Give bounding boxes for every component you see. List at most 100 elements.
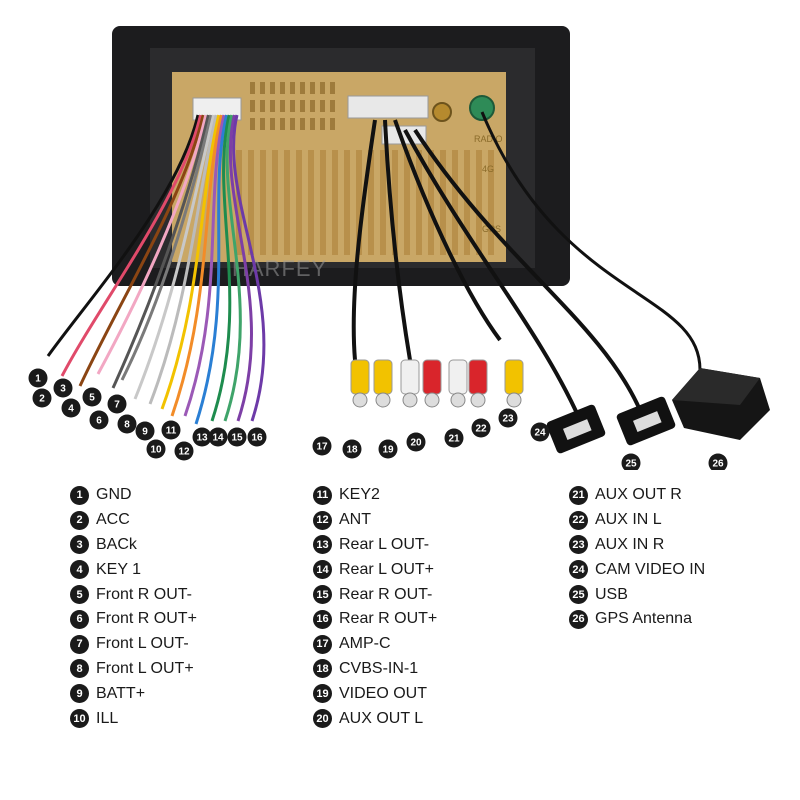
gps-antenna-socket-icon	[469, 95, 495, 121]
legend-label: BACk	[96, 535, 137, 553]
marker-number: 24	[534, 428, 546, 439]
legend-number-badge: 17	[313, 634, 332, 654]
marker-number: 3	[60, 384, 66, 395]
legend-label: AUX OUT L	[339, 709, 424, 727]
marker-number: 9	[142, 427, 148, 438]
marker-number: 6	[96, 416, 102, 427]
legend-label: CVBS-IN-1	[339, 659, 419, 677]
marker-number: 17	[316, 442, 328, 453]
legend-label: BATT+	[96, 684, 146, 702]
radio-label: RADIO	[474, 134, 503, 144]
fourg-label: 4G	[482, 164, 494, 174]
wire-number-marker: 21	[444, 428, 464, 448]
legend-label: AMP-C	[339, 635, 391, 653]
marker-number: 20	[410, 438, 422, 449]
legend-label: ACC	[96, 511, 130, 529]
marker-number: 11	[166, 426, 177, 437]
marker-number: 23	[502, 414, 514, 425]
wire-number-marker: 1	[28, 368, 48, 388]
wire-number-marker: 3	[53, 378, 73, 398]
radio-antenna-socket	[432, 102, 452, 122]
vent-slots	[250, 82, 335, 130]
legend-label: Front L OUT-	[96, 635, 189, 653]
legend-label: ILL	[96, 709, 119, 727]
marker-number: 16	[251, 433, 263, 444]
legend-item: 7 Front L OUT-	[70, 632, 197, 657]
wire-number-marker: 7	[107, 394, 127, 414]
wire-number-marker: 5	[82, 387, 102, 407]
legend-item: 21 AUX OUT R	[569, 483, 705, 508]
wire-number-marker: 13	[192, 427, 212, 447]
marker-number: 10	[150, 445, 162, 456]
legend-number-badge: 25	[569, 585, 588, 605]
marker-number: 13	[196, 433, 208, 444]
wire-bundle	[46, 114, 266, 425]
marker-number: 2	[39, 394, 45, 405]
marker-number: 5	[89, 393, 95, 404]
wire-number-marker: 20	[406, 432, 426, 452]
legend-number-badge: 5	[70, 585, 89, 605]
wire-number-marker: 25	[621, 453, 641, 470]
wire-number-marker: 19	[378, 439, 398, 459]
wire-number-marker: 24	[530, 422, 550, 442]
legend-number-badge: 19	[313, 684, 332, 704]
wire-number-marker: 26	[708, 453, 728, 470]
wire-number-marker: 6	[89, 410, 109, 430]
rca-plugs	[350, 359, 524, 408]
legend-label: GND	[96, 486, 132, 504]
usb-plug-2	[616, 396, 676, 446]
legend-label: AUX OUT R	[595, 486, 682, 504]
wire-number-marker: 15	[227, 427, 247, 447]
marker-number: 26	[712, 459, 724, 470]
wire-number-marker: 12	[174, 441, 194, 461]
marker-number: 4	[68, 404, 74, 415]
legend-number-badge: 9	[70, 684, 89, 704]
usb-plug-1	[546, 404, 606, 454]
heatsink-fins	[236, 150, 494, 255]
legend-number-badge: 6	[70, 609, 89, 629]
wire-number-marker: 16	[247, 427, 267, 447]
legend-number-badge: 4	[70, 560, 89, 580]
legend-label: KEY2	[339, 486, 380, 504]
legend-number-badge: 7	[70, 634, 89, 654]
marker-number: 14	[212, 433, 224, 444]
wire-number-marker: 18	[342, 439, 362, 459]
av-cables	[351, 111, 702, 421]
legend-number-badge: 26	[569, 609, 588, 629]
legend-label: Front R OUT-	[96, 585, 193, 603]
marker-number: 7	[114, 400, 120, 411]
wire-number-marker: 10	[146, 439, 166, 459]
legend-number-badge: 20	[313, 709, 332, 729]
legend-item: 1 GND	[70, 483, 197, 508]
legend-item: 9 BATT+	[70, 681, 197, 706]
legend-number-badge: 21	[569, 485, 588, 505]
legend-number-badge: 13	[313, 535, 332, 555]
legend-item: 17 AMP-C	[313, 632, 437, 657]
legend-label: CAM VIDEO IN	[595, 560, 706, 578]
legend-label: Rear R OUT+	[339, 610, 438, 628]
legend-number-badge: 24	[569, 560, 588, 580]
wire-number-marker: 2	[32, 388, 52, 408]
marker-number: 25	[625, 459, 637, 470]
legend-number-badge: 8	[70, 659, 89, 679]
wire-number-marker: 22	[471, 418, 491, 438]
legend-number-badge: 1	[70, 485, 89, 505]
legend-number-badge: 12	[313, 510, 332, 530]
marker-number: 19	[382, 445, 394, 456]
legend-number-badge: 22	[569, 510, 588, 530]
wire-number-marker: 8	[117, 414, 137, 434]
gps-antenna-icon	[672, 368, 770, 440]
